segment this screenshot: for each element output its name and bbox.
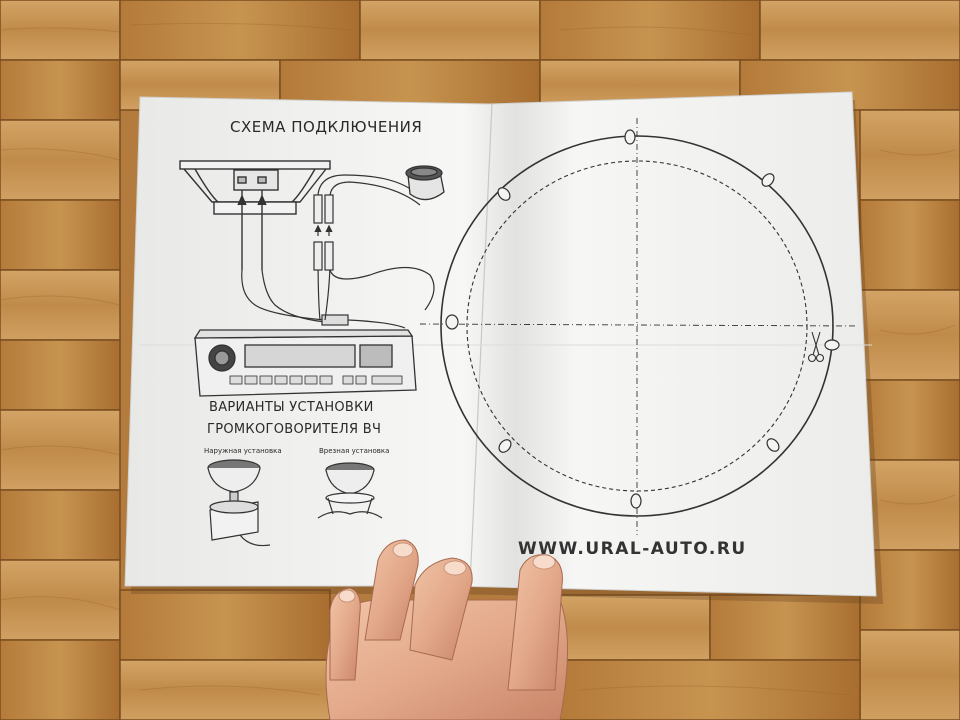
tweeter-icon <box>405 165 445 201</box>
scissors-icon <box>807 331 825 363</box>
speaker-icon <box>179 160 331 270</box>
car-radio-icon <box>193 329 417 397</box>
leaflet-title: СХЕМА ПОДКЛЮЧЕНИЯ <box>230 118 423 136</box>
variants-heading-line2: ГРОМКОГОВОРИТЕЛЯ ВЧ <box>207 422 382 437</box>
flush-mount-label: Врезная установка <box>319 447 390 455</box>
flush-mount-illustration <box>317 462 383 519</box>
paper-sheet <box>124 91 877 597</box>
website-url: WWW.URAL-AUTO.RU <box>518 539 747 559</box>
surface-mount-illustration <box>207 459 271 547</box>
mounting-template <box>419 118 859 535</box>
variants-heading-line1: ВАРИАНТЫ УСТАНОВКИ <box>209 400 374 415</box>
surface-mount-label: Наружная установка <box>204 447 282 455</box>
